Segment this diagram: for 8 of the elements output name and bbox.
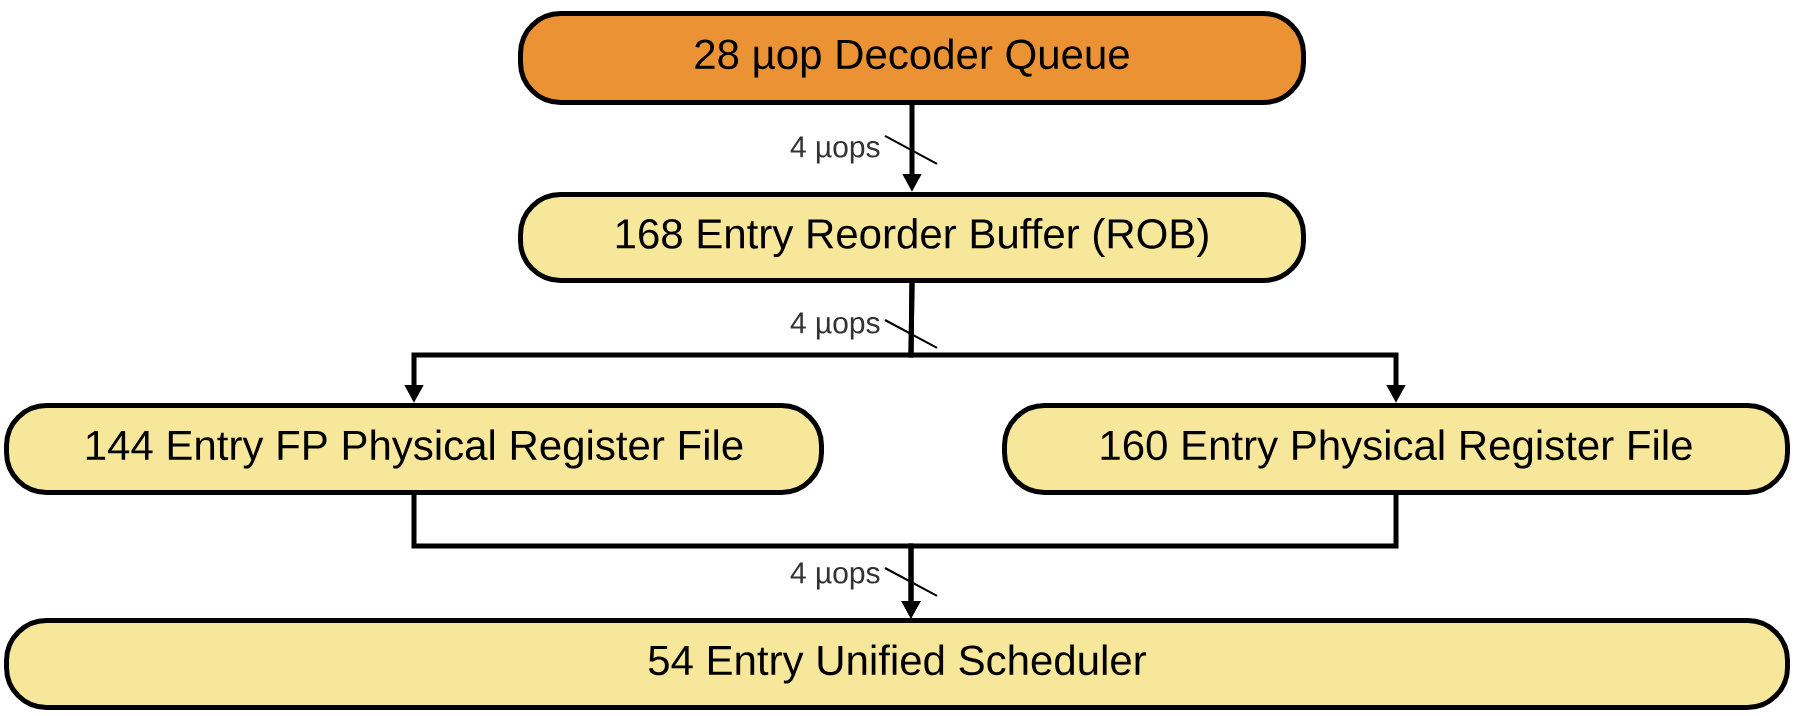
stage-box: 144 Entry FP Physical Register File xyxy=(4,403,824,495)
edge-label: 4 µops xyxy=(790,562,880,590)
stage-box: 168 Entry Reorder Buffer (ROB) xyxy=(518,192,1306,283)
stage-box: 28 µop Decoder Queue xyxy=(518,11,1306,105)
edge-label: 4 µops xyxy=(790,312,880,340)
stage-box: 54 Entry Unified Scheduler xyxy=(4,618,1790,710)
stage-box: 160 Entry Physical Register File xyxy=(1002,403,1790,495)
edge-label: 4 µops xyxy=(790,136,880,164)
